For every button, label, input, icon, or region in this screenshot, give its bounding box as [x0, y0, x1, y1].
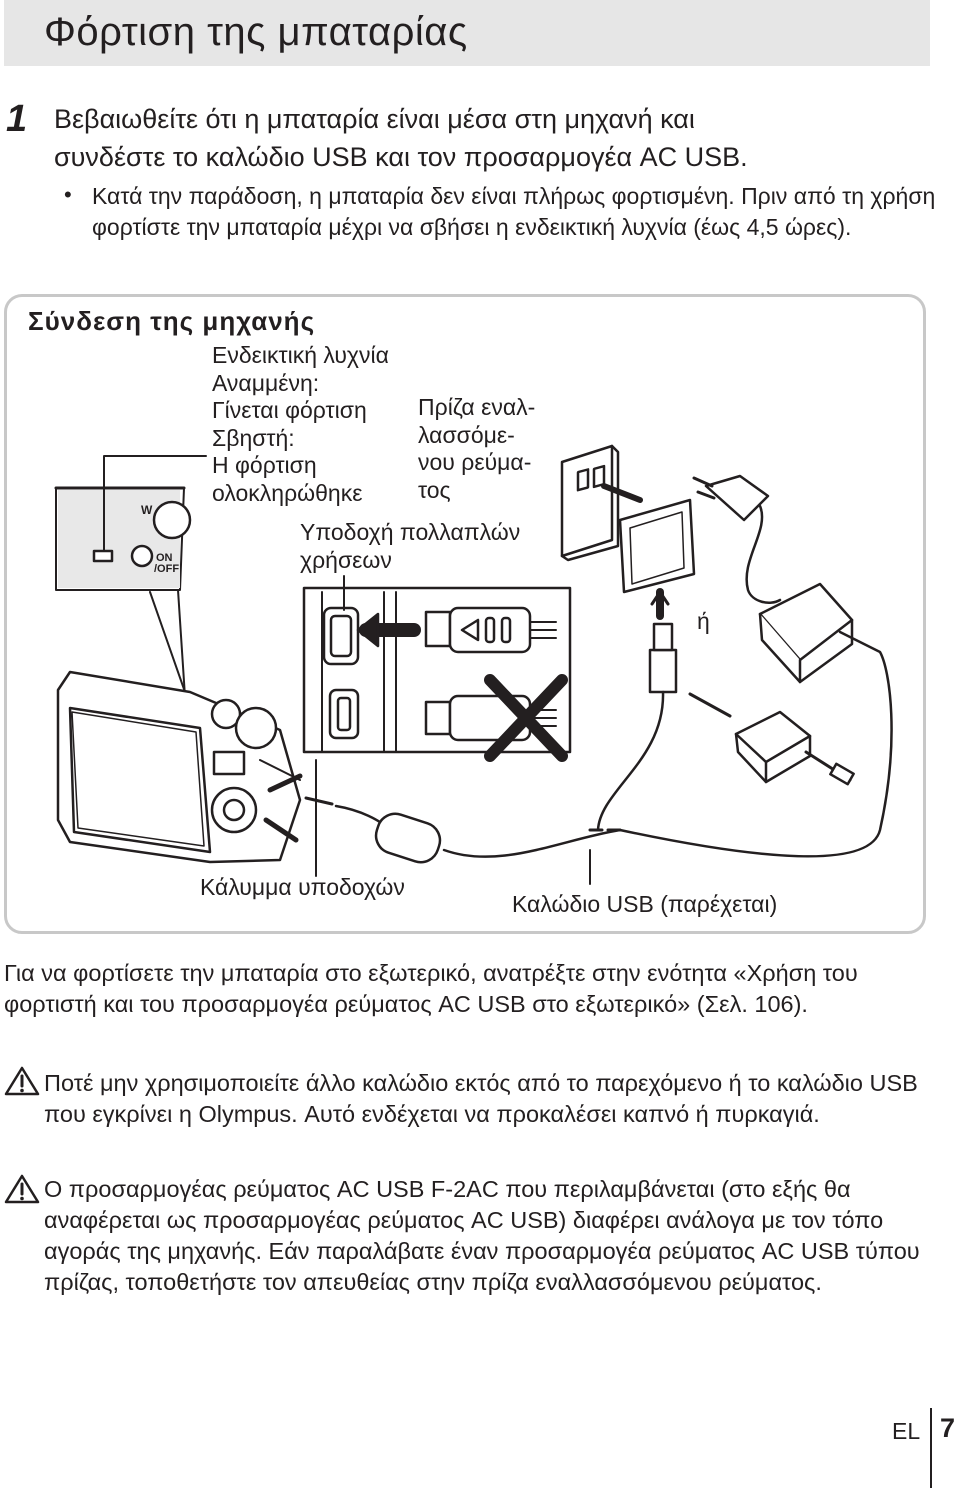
travel-charger-illustration — [688, 692, 855, 786]
multi-connector-label: Υποδοχή πολλαπλών χρήσεων — [300, 519, 521, 573]
page-number: 7 — [940, 1413, 956, 1443]
cable-warning-text: Ποτέ μην χρησιμοποιείτε άλλο καλώδιο εκτ… — [44, 1070, 918, 1127]
usb-cable-illustration — [334, 804, 622, 864]
warning-icon — [4, 1066, 40, 1096]
or-label: ή — [697, 608, 710, 634]
charger-brick-illustration — [618, 582, 893, 858]
figure-frame — [4, 294, 926, 934]
step-instruction: Βεβαιωθείτε ότι η μπαταρία είναι μέσα στ… — [54, 100, 748, 176]
footer-divider — [930, 1408, 932, 1488]
connection-diagram: W ON /OFF — [54, 444, 893, 885]
power-cord-plug-illustration — [692, 474, 782, 604]
step-number: 1 — [6, 98, 28, 140]
wall-outlet-illustration — [560, 444, 620, 562]
camera-top-detail-illustration: W ON /OFF — [54, 486, 192, 591]
usb-plug-vertical-illustration — [596, 622, 678, 832]
indicator-lamp-label: Ενδεικτική λυχνία Αναμμένη: Γίνεται φόρτ… — [212, 342, 389, 506]
title-bar — [4, 0, 930, 66]
connector-cover-label: Κάλυμμα υποδοχών — [200, 874, 405, 900]
step-line-1: Βεβαιωθείτε ότι η μπαταρία είναι μέσα στ… — [54, 104, 695, 134]
page-title: Φόρτιση της μπαταρίας — [44, 10, 468, 54]
step-line-2: συνδέστε το καλώδιο USB και τον προσαρμο… — [54, 142, 748, 172]
camera-off-label: /OFF — [154, 563, 179, 575]
camera-body-illustration — [56, 670, 334, 864]
step-bullet-note: Κατά την παράδοση, η μπαταρία δεν είναι … — [92, 183, 936, 240]
camera-on-label: ON — [156, 552, 173, 564]
figure-title: Σύνδεση της μηχανής — [28, 306, 316, 336]
usb-cable-label: Καλώδιο USB (παρέχεται) — [512, 891, 778, 917]
ac-adapter-plug-illustration — [601, 483, 696, 620]
warning-icon — [4, 1174, 40, 1204]
bullet-dot: • — [64, 182, 72, 207]
footer-language: EL — [892, 1418, 921, 1444]
camera-mode-label: W — [141, 503, 153, 517]
connector-port-panel-illustration — [302, 586, 572, 762]
overseas-charging-note: Για να φορτίσετε την μπαταρία στο εξωτερ… — [4, 960, 858, 1017]
ac-outlet-label: Πρίζα εναλ- λασσόμε- νου ρεύμα- τος — [418, 394, 536, 503]
adapter-warning-text: Ο προσαρμογέας ρεύματος AC USB F-2AC που… — [44, 1176, 920, 1295]
